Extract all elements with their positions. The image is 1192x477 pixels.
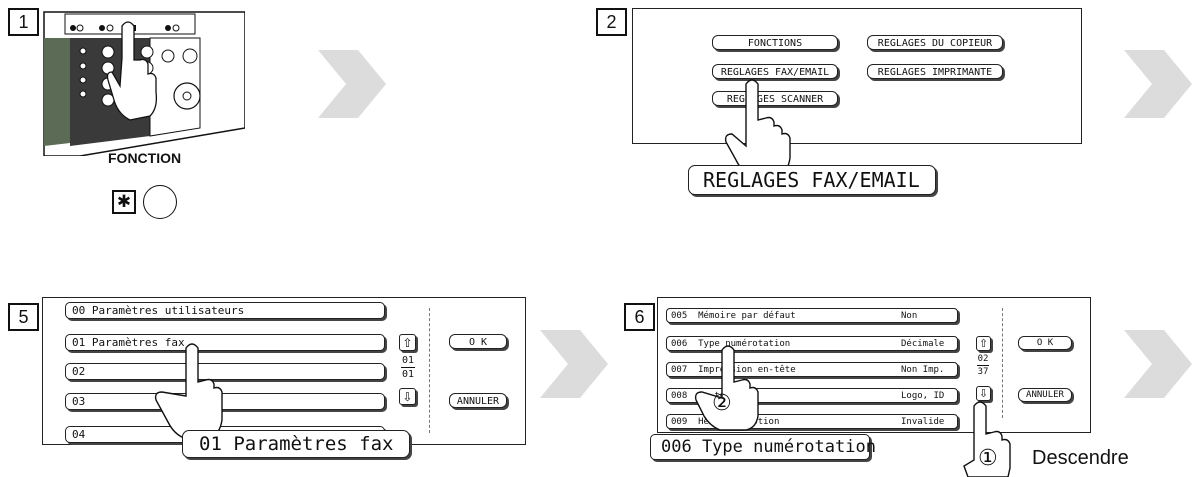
- chevron-right-icon: [318, 50, 386, 118]
- row-value: Décimale: [901, 339, 945, 349]
- reglages-fax-email-button[interactable]: REGLAGES FAX/EMAIL: [712, 64, 838, 79]
- cancel-button[interactable]: ANNULER: [1018, 388, 1072, 402]
- cancel-button[interactable]: ANNULER: [449, 393, 507, 408]
- arrow-down-icon: ⇩: [402, 390, 413, 404]
- arrow-down-icon: ⇩: [978, 387, 989, 400]
- step-number-2: 2: [596, 8, 627, 36]
- descendre-caption: Descendre: [1032, 447, 1129, 469]
- reglages-imprimante-button[interactable]: REGLAGES IMPRIMANTE: [867, 64, 1003, 79]
- pointing-hand-icon: [694, 345, 759, 431]
- row-code: 008: [671, 391, 688, 401]
- pointing-hand-icon: [724, 79, 791, 179]
- table-row[interactable]: 007 Impression en-tête Non Imp.: [666, 362, 958, 377]
- table-row[interactable]: 006 Type numérotation Décimale: [666, 336, 958, 351]
- page-current: 01: [401, 355, 415, 366]
- settings-menu-panel: FONCTIONS REGLAGES DU COPIEUR REGLAGES F…: [632, 8, 1082, 144]
- control-panel-illustration: [43, 11, 245, 156]
- row-value: Non: [901, 311, 918, 321]
- reglages-copieur-button[interactable]: REGLAGES DU COPIEUR: [867, 35, 1003, 50]
- pointing-hand-icon: [963, 401, 1011, 477]
- scroll-down-button[interactable]: ⇩: [976, 386, 991, 401]
- pointing-hand-icon: [154, 343, 223, 439]
- ok-button[interactable]: O K: [449, 334, 507, 349]
- arrow-up-icon: ⇧: [402, 336, 413, 350]
- page-divider: [977, 365, 989, 366]
- row-code: 006: [671, 339, 688, 349]
- step-number-5: 5: [8, 303, 39, 331]
- table-row[interactable]: 005 Mémoire par défaut Non: [666, 308, 958, 323]
- fonctions-button[interactable]: FONCTIONS: [712, 35, 838, 50]
- reglages-scanner-button[interactable]: REGLAGES SCANNER: [712, 91, 838, 106]
- scroll-up-button[interactable]: ⇧: [976, 336, 991, 351]
- list-item-02[interactable]: 02: [65, 363, 385, 380]
- chevron-right-icon: [1124, 330, 1192, 398]
- page-current: 02: [977, 354, 989, 364]
- chevron-right-icon: [540, 330, 608, 398]
- step-marker-2: ②: [712, 391, 732, 416]
- page-divider: [401, 367, 415, 368]
- fonction-label: FONCTION: [108, 150, 182, 166]
- page-indicator: 02 37: [975, 354, 991, 377]
- row-code: 005: [671, 311, 688, 321]
- row-name: Type numérotation: [698, 339, 791, 349]
- ok-button[interactable]: O K: [1018, 336, 1072, 350]
- arrow-up-icon: ⇧: [978, 337, 989, 350]
- chevron-right-icon: [1124, 50, 1192, 118]
- divider: [429, 308, 430, 433]
- row-name: Mémoire par défaut: [698, 311, 796, 321]
- fax-parameters-zoom-label: 01 Paramètres fax: [182, 430, 410, 458]
- page-total: 37: [977, 367, 989, 377]
- page-indicator: 01 01: [399, 355, 417, 380]
- row-code: 007: [671, 365, 688, 375]
- fax-parameters-panel: 00 Paramètres utilisateurs 01 Paramètres…: [42, 297, 526, 445]
- list-item-03[interactable]: 03: [65, 393, 385, 410]
- scroll-down-button[interactable]: ⇩: [399, 388, 416, 405]
- step-marker-1: ①: [978, 446, 998, 471]
- divider: [1002, 308, 1003, 418]
- row-value: Logo, ID: [901, 391, 945, 401]
- step-number-1: 1: [8, 8, 39, 36]
- scroll-up-button[interactable]: ⇧: [399, 334, 416, 351]
- row-name: Impression en-tête: [698, 365, 796, 375]
- row-value: Invalide: [901, 417, 945, 427]
- fonction-key-button[interactable]: [143, 185, 177, 219]
- page-total: 01: [401, 369, 415, 380]
- asterisk-key-icon: ✱: [112, 190, 136, 214]
- list-item-00[interactable]: 00 Paramètres utilisateurs: [65, 302, 385, 319]
- reglages-fax-email-zoom-label: REGLAGES FAX/EMAIL: [688, 165, 936, 195]
- row-code: 009: [671, 417, 688, 427]
- list-item-01[interactable]: 01 Paramètres fax: [65, 334, 385, 351]
- type-numerotation-zoom-label: 006 Type numérotation: [650, 434, 876, 460]
- step-number-6: 6: [624, 303, 655, 331]
- row-value: Non Imp.: [901, 365, 945, 375]
